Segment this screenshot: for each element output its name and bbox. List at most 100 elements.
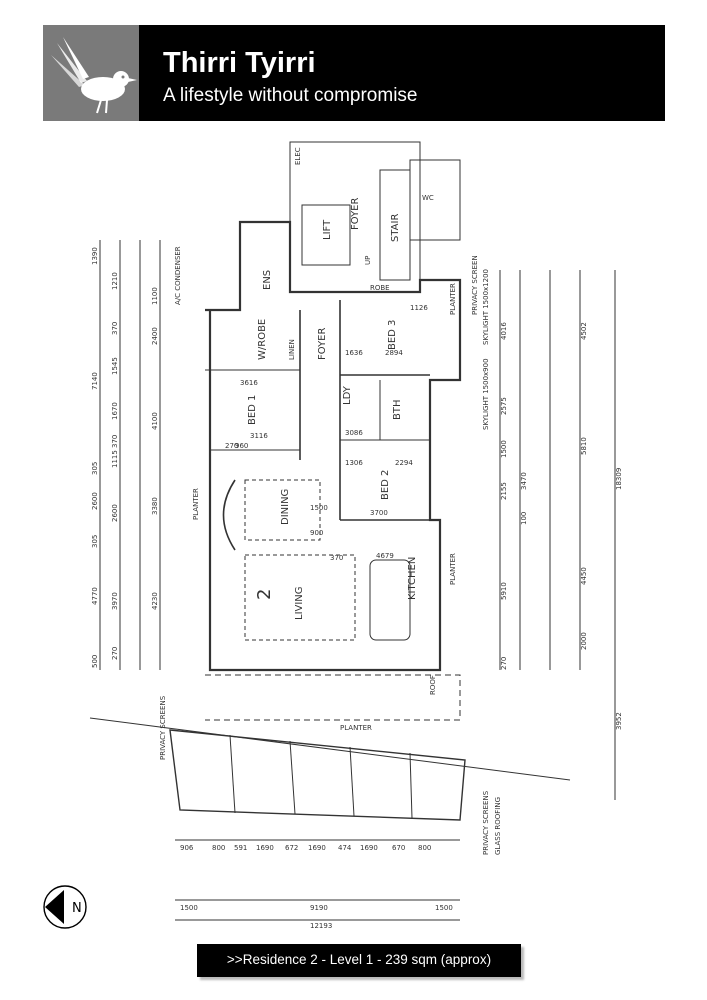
floor-plan: FOYER LIFT STAIR ELEC ENS W/ROBE LINEN F… — [89, 141, 623, 930]
page-subtitle: A lifestyle without compromise — [163, 85, 418, 106]
note-skylight-2: SKYLIGHT 1500x900 — [482, 358, 490, 430]
dim-left-mid: 1210 — [111, 272, 119, 290]
room-ens: ENS — [262, 270, 273, 290]
dim-bottom: 670 — [392, 844, 405, 852]
dim-left-inner: 4100 — [151, 412, 159, 430]
stair-up-label: UP — [364, 256, 372, 265]
dim-right-inner: 2155 — [500, 482, 508, 500]
room-lift: LIFT — [322, 219, 333, 240]
logo-box — [43, 25, 139, 121]
dim-left: 4770 — [91, 587, 99, 605]
north-arrow-icon: N — [43, 885, 87, 929]
dim-bottom-row2: 1500 — [435, 904, 453, 912]
dim-interior: 1500 — [310, 504, 328, 512]
dim-left: 305 — [91, 462, 99, 475]
note-skylight-1: SKYLIGHT 1500x1200 — [482, 269, 490, 345]
dim-left: 1390 — [91, 247, 99, 265]
planter-right-top: PLANTER — [449, 283, 457, 315]
dim-right-outer: 5810 — [580, 437, 588, 455]
note-ac-condenser: A/C CONDENSER — [174, 246, 182, 305]
dim-bottom: 591 — [234, 844, 247, 852]
dim-right-outer: 4450 — [580, 567, 588, 585]
dim-left-inner: 4230 — [151, 592, 159, 610]
dim-right-inner: 270 — [500, 657, 508, 670]
dim-right-outer: 2000 — [580, 632, 588, 650]
dim-bottom: 906 — [180, 844, 194, 852]
dim-bottom-extra: 3952 — [615, 712, 623, 730]
dim-bottom-row2: 9190 — [310, 904, 328, 912]
planter-right-mid: PLANTER — [449, 553, 457, 585]
bird-icon — [51, 37, 137, 114]
dim-bottom-total: 12193 — [310, 922, 332, 930]
room-living-number: 2 — [254, 589, 275, 600]
dim-left-mid: 1545 — [111, 357, 119, 375]
dim-right-inner: 1500 — [500, 440, 508, 458]
dim-interior: 3116 — [250, 432, 268, 440]
room-bth: BTH — [392, 400, 403, 421]
room-elec: ELEC — [294, 147, 302, 165]
dim-bottom: 1690 — [308, 844, 326, 852]
room-bed2: BED 2 — [380, 470, 391, 500]
room-roof: ROOF — [429, 675, 437, 695]
dim-left: 500 — [91, 655, 99, 668]
room-ldy: LDY — [342, 385, 353, 405]
dim-left-mid: 1670 — [111, 402, 119, 420]
dim-interior: 3700 — [370, 509, 388, 517]
dim-interior: 3616 — [240, 379, 258, 387]
dim-interior: 1126 — [410, 304, 428, 312]
dim-left-inner: 3380 — [151, 497, 159, 515]
compass: N — [42, 884, 88, 935]
dim-interior: 1306 — [345, 459, 363, 467]
room-living: LIVING — [294, 586, 305, 620]
dim-bottom: 800 — [212, 844, 225, 852]
dim-right-outer: 4502 — [580, 322, 588, 340]
room-bed3: BED 3 — [387, 320, 398, 350]
dim-left-mid: 3970 — [111, 592, 119, 610]
dim-right-inner: 4016 — [500, 322, 508, 340]
dim-left-mid: 270 — [111, 647, 119, 660]
room-stair: STAIR — [390, 214, 401, 242]
dim-interior: 270 — [225, 442, 238, 450]
room-kitchen: KITCHEN — [407, 557, 418, 600]
dim-bottom: 800 — [418, 844, 431, 852]
dim-left-inner: 1100 — [151, 287, 159, 305]
dim-left-inner: 2400 — [151, 327, 159, 345]
stair-landing — [409, 159, 461, 241]
page-title: Thirri Tyirri — [163, 47, 316, 79]
dim-bottom: 672 — [285, 844, 298, 852]
dim-right-total: 18309 — [615, 468, 623, 490]
note-privacy-screens-bottom: PRIVACY SCREENS — [482, 790, 490, 855]
dim-left: 2600 — [91, 492, 99, 510]
footer-banner: >>Residence 2 - Level 1 - 239 sqm (appro… — [197, 944, 521, 977]
lift-shaft — [301, 204, 351, 266]
room-linen: LINEN — [288, 339, 296, 360]
dim-left-mid: 2600 — [111, 504, 119, 522]
footer-caption: >>Residence 2 - Level 1 - 239 sqm (appro… — [226, 952, 492, 967]
dim-bottom: 474 — [338, 844, 352, 852]
dim-right-inner: 5910 — [500, 582, 508, 600]
note-privacy-screens-left: PRIVACY SCREENS — [159, 695, 167, 760]
dim-left-mid: 370 — [111, 435, 119, 448]
dim-interior: 900 — [310, 529, 323, 537]
dim-left-mid: 1115 — [111, 450, 119, 468]
room-bed1: BED 1 — [247, 395, 258, 425]
dim-interior: 3086 — [345, 429, 363, 437]
dim-bottom: 1690 — [256, 844, 274, 852]
dim-interior: 2294 — [395, 459, 413, 467]
room-foyer: FOYER — [317, 327, 328, 360]
room-dining: DINING — [280, 489, 291, 525]
planter-bottom: PLANTER — [340, 724, 372, 732]
dim-left: 305 — [91, 535, 99, 548]
compass-label: N — [72, 901, 82, 916]
dim-bottom-row2: 1500 — [180, 904, 198, 912]
dim-interior: 370 — [330, 554, 343, 562]
dim-right-mid: 3470 — [520, 472, 528, 490]
room-foyer-top: FOYER — [350, 197, 361, 230]
dim-left-mid: 370 — [111, 322, 119, 335]
building-outline — [205, 220, 462, 672]
dim-interior: 960 — [235, 442, 248, 450]
dim-left: 7140 — [91, 372, 99, 390]
room-wrobe: W/ROBE — [257, 319, 268, 360]
header-banner: Thirri Tyirri A lifestyle without compro… — [43, 25, 665, 121]
room-wc: WC — [422, 194, 434, 202]
